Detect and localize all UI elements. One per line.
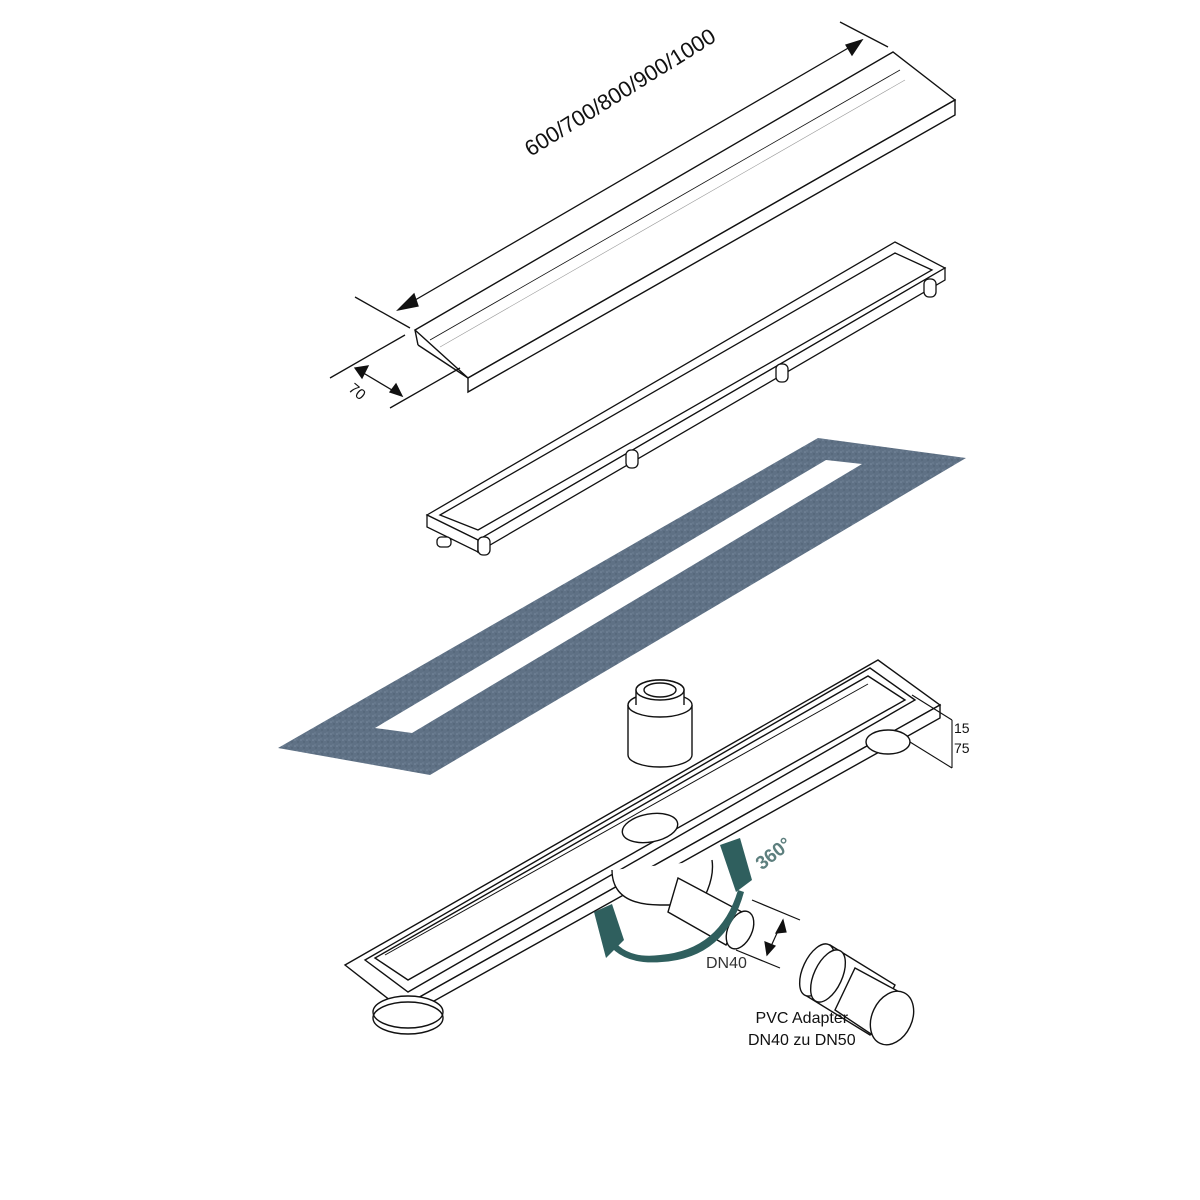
height-top-label: 15 — [954, 720, 970, 736]
rotation-arrow-icon — [594, 838, 752, 963]
grate-frame — [425, 241, 947, 556]
odor-trap-insert — [627, 679, 693, 768]
adapter-label: PVC Adapter DN40 zu DN50 — [748, 1008, 856, 1052]
height-dimension — [909, 694, 953, 769]
outlet-size-label: DN40 — [706, 955, 747, 972]
length-dimension — [354, 21, 889, 329]
outlet-dimension — [735, 899, 801, 969]
drain-channel — [343, 659, 942, 1035]
sealing-gasket — [278, 438, 966, 775]
pvc-adapter — [798, 943, 915, 1046]
width-dimension — [329, 334, 461, 409]
height-bottom-label: 75 — [954, 740, 970, 756]
grate-cover — [413, 51, 957, 394]
adapter-label-line1: PVC Adapter — [755, 1010, 849, 1027]
adapter-label-line2: DN40 zu DN50 — [748, 1032, 856, 1049]
